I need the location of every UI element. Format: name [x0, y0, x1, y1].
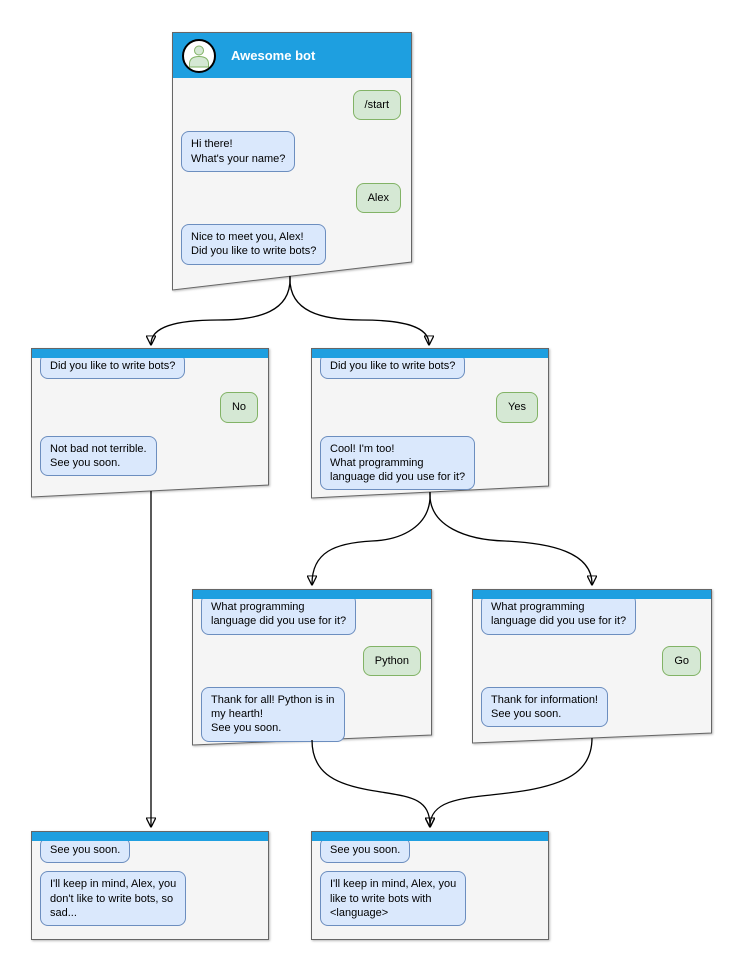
bot-title: Awesome bot [231, 48, 316, 63]
window-titlebar: Awesome bot [173, 33, 411, 78]
user-message-bubble: Yes [496, 392, 538, 423]
user-message-bubble: Go [662, 645, 701, 676]
chat-window-python: What programming language did you use fo… [192, 589, 432, 746]
edge-yes-to-python [312, 491, 431, 584]
bot-message-bubble: Not bad not terrible. See you soon. [40, 435, 157, 477]
chat-messages: See you soon.I'll keep in mind, Alex, yo… [40, 837, 258, 927]
window-titlebar [193, 590, 431, 599]
bot-message-bubble: Nice to meet you, Alex! Did you like to … [181, 224, 327, 265]
chat-window-end-no: See you soon.I'll keep in mind, Alex, yo… [31, 831, 269, 940]
bot-message-bubble: I'll keep in mind, Alex, you don't like … [40, 871, 187, 927]
bot-message-bubble: What programming language did you use fo… [481, 594, 637, 635]
bot-message-bubble: What programming language did you use fo… [201, 594, 357, 635]
edge-yes-to-go [429, 491, 592, 584]
user-message-bubble: /start [352, 90, 401, 121]
bot-message-bubble: Thank for all! Python is in my hearth! S… [201, 686, 345, 742]
chat-messages: What programming language did you use fo… [481, 594, 701, 728]
window-titlebar [312, 832, 548, 841]
edge-go-to-end [430, 737, 593, 826]
chat-window-end-yes: See you soon.I'll keep in mind, Alex, yo… [311, 831, 549, 940]
user-message-bubble: Alex [355, 182, 401, 214]
bot-message-bubble: Thank for information! See you soon. [481, 686, 608, 728]
window-titlebar [473, 590, 711, 599]
chat-window-start: Awesome bot /start Hi there! What's your … [172, 32, 412, 291]
bot-message-bubble: Cool! I'm too! What programming language… [320, 435, 476, 491]
edge-python-to-end [311, 739, 430, 826]
window-titlebar [312, 349, 548, 358]
bot-avatar-icon [182, 38, 216, 73]
user-message-bubble: No [219, 392, 258, 423]
user-message-bubble: Python [362, 645, 421, 676]
window-titlebar [32, 349, 268, 358]
window-titlebar [32, 832, 268, 841]
chat-window-go: What programming language did you use fo… [472, 589, 712, 744]
chat-messages: See you soon.I'll keep in mind, Alex, yo… [320, 837, 538, 927]
chat-messages: What programming language did you use fo… [201, 594, 421, 742]
bot-message-bubble: I'll keep in mind, Alex, you like to wri… [320, 871, 467, 927]
bot-message-bubble: Hi there! What's your name? [181, 131, 296, 172]
